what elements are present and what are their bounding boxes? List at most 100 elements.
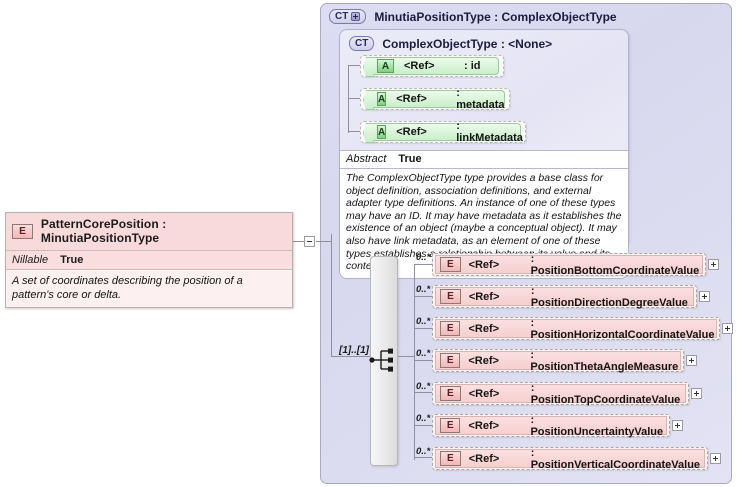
element-name: : PositionTopCoordinateValue xyxy=(530,381,681,406)
element-branch-line xyxy=(414,328,432,329)
attribute-name: : linkMetadata xyxy=(456,120,523,144)
element-ref: <Ref> xyxy=(468,258,500,271)
element-ref: <Ref> xyxy=(468,290,500,303)
element-content: E <Ref> : PositionTopCoordinateValue xyxy=(435,381,686,406)
attribute-row[interactable]: A <Ref> : metadata xyxy=(360,87,510,111)
element-expander-icon[interactable] xyxy=(722,323,733,334)
attribute-ref: <Ref> xyxy=(396,93,427,105)
element-expander-icon[interactable] xyxy=(710,453,721,464)
element-row[interactable]: E <Ref> : PositionVerticalCoordinateValu… xyxy=(432,446,708,471)
element-name: : PositionThetaAngleMeasure xyxy=(530,348,679,373)
element-occurrence-label: 0..* xyxy=(416,446,431,457)
element-name: : PositionHorizontalCoordinateValue xyxy=(530,316,715,341)
element-badge-icon: E xyxy=(440,289,461,304)
root-element-box[interactable]: E PatternCorePosition : MinutiaPositionT… xyxy=(5,212,293,308)
complex-type-header: CT MinutiaPositionType : ComplexObjectTy… xyxy=(329,9,617,24)
element-expander-icon[interactable] xyxy=(686,355,697,366)
element-branch-line xyxy=(414,296,432,297)
abstract-value: True xyxy=(398,153,422,165)
type-spine-line xyxy=(331,234,332,356)
element-badge-icon: E xyxy=(440,418,461,433)
attribute-shape-icon xyxy=(363,57,375,77)
element-badge-icon: E xyxy=(440,451,461,466)
element-badge-icon: E xyxy=(440,353,461,368)
base-type-badge-label: CT xyxy=(355,38,369,49)
element-ref: <Ref> xyxy=(468,387,500,400)
compositor-occurrence-label: [1]..[1] xyxy=(339,345,369,356)
element-occurrence-label: 0..* xyxy=(416,316,431,327)
root-connector-line-left xyxy=(293,241,305,242)
element-row[interactable]: E <Ref> : PositionBottomCoordinateValue xyxy=(432,252,706,277)
element-content: E <Ref> : PositionUncertaintyValue xyxy=(435,413,667,438)
element-badge-icon: E xyxy=(440,386,461,401)
element-occurrence-label: 0..* xyxy=(416,348,431,359)
element-branch-line xyxy=(414,425,432,426)
attribute-shape-icon xyxy=(363,123,375,143)
attribute-branch-line xyxy=(348,131,360,132)
element-row[interactable]: E <Ref> : PositionDirectionDegreeValue xyxy=(432,285,697,309)
element-expander-icon[interactable] xyxy=(708,259,719,270)
attribute-trunk-line xyxy=(348,65,349,133)
element-badge-icon: E xyxy=(12,223,33,239)
complex-type-title: MinutiaPositionType : ComplexObjectType xyxy=(374,9,617,24)
root-element-header: E PatternCorePosition : MinutiaPositionT… xyxy=(6,213,292,251)
element-content: E <Ref> : PositionThetaAngleMeasure xyxy=(435,348,681,373)
attribute-name: : id xyxy=(464,60,481,72)
element-content: E <Ref> : PositionHorizontalCoordinateVa… xyxy=(435,316,717,341)
element-ref: <Ref> xyxy=(468,452,500,465)
element-occurrence-label: 0..* xyxy=(416,413,431,424)
element-name: : PositionUncertaintyValue xyxy=(530,413,664,438)
nillable-label: Nillable xyxy=(12,254,49,266)
abstract-row: Abstract True xyxy=(340,150,628,169)
root-connector-line-right xyxy=(316,241,332,242)
element-occurrence-label: 0..* xyxy=(416,284,431,295)
attribute-content: A <Ref> : linkMetadata xyxy=(373,120,523,144)
attribute-branch-line xyxy=(348,98,360,99)
base-type-title: ComplexObjectType : <None> xyxy=(382,36,553,51)
base-type-badge-icon[interactable]: CT xyxy=(349,36,375,51)
plus-icon[interactable] xyxy=(351,12,361,21)
element-content: E <Ref> : PositionBottomCoordinateValue xyxy=(435,252,703,277)
attribute-row[interactable]: A <Ref> : linkMetadata xyxy=(360,120,526,144)
attribute-branch-line xyxy=(348,65,360,66)
root-element-documentation: A set of coordinates describing the posi… xyxy=(6,270,292,307)
element-badge-icon: E xyxy=(440,321,461,336)
element-ref: <Ref> xyxy=(468,322,500,335)
element-name: : PositionBottomCoordinateValue xyxy=(530,252,700,277)
element-badge-icon: E xyxy=(440,257,461,272)
attribute-badge-icon: A xyxy=(377,125,387,139)
element-row[interactable]: E <Ref> : PositionHorizontalCoordinateVa… xyxy=(432,316,720,341)
element-row[interactable]: E <Ref> : PositionThetaAngleMeasure xyxy=(432,348,684,373)
root-expander-icon[interactable] xyxy=(304,236,315,247)
element-branch-line xyxy=(414,392,432,393)
element-expander-icon[interactable] xyxy=(699,291,710,302)
attribute-name: : metadata xyxy=(456,87,505,111)
element-row[interactable]: E <Ref> : PositionUncertaintyValue xyxy=(432,413,670,438)
element-name: : PositionVerticalCoordinateValue xyxy=(530,446,701,471)
all-model-group-icon xyxy=(369,348,393,372)
attribute-row[interactable]: A <Ref> : id xyxy=(360,55,504,77)
attribute-content: A <Ref> : metadata xyxy=(373,87,505,111)
element-branch-line xyxy=(414,360,432,361)
element-expander-icon[interactable] xyxy=(691,388,702,399)
complex-type-badge-icon[interactable]: CT xyxy=(329,9,367,24)
abstract-label: Abstract xyxy=(346,153,387,165)
element-trunk-line xyxy=(414,264,415,460)
root-element-title: PatternCorePosition : MinutiaPositionTyp… xyxy=(40,217,167,245)
attribute-shape-icon xyxy=(363,90,375,110)
element-occurrence-label: 0..* xyxy=(416,252,431,263)
element-branch-line xyxy=(414,264,432,265)
element-expander-icon[interactable] xyxy=(672,420,683,431)
element-ref: <Ref> xyxy=(468,354,499,367)
compositor-out-line xyxy=(398,356,414,357)
base-type-header: CT ComplexObjectType : <None> xyxy=(349,36,552,51)
compositor-connector-line xyxy=(331,356,370,357)
element-row[interactable]: E <Ref> : PositionTopCoordinateValue xyxy=(432,381,689,406)
nillable-value: True xyxy=(60,254,84,266)
attribute-content: A <Ref> : id xyxy=(373,57,499,75)
attribute-ref: <Ref> xyxy=(396,126,427,138)
element-content: E <Ref> : PositionVerticalCoordinateValu… xyxy=(435,446,705,471)
attribute-badge-icon: A xyxy=(377,59,394,73)
attribute-badge-icon: A xyxy=(377,92,387,106)
